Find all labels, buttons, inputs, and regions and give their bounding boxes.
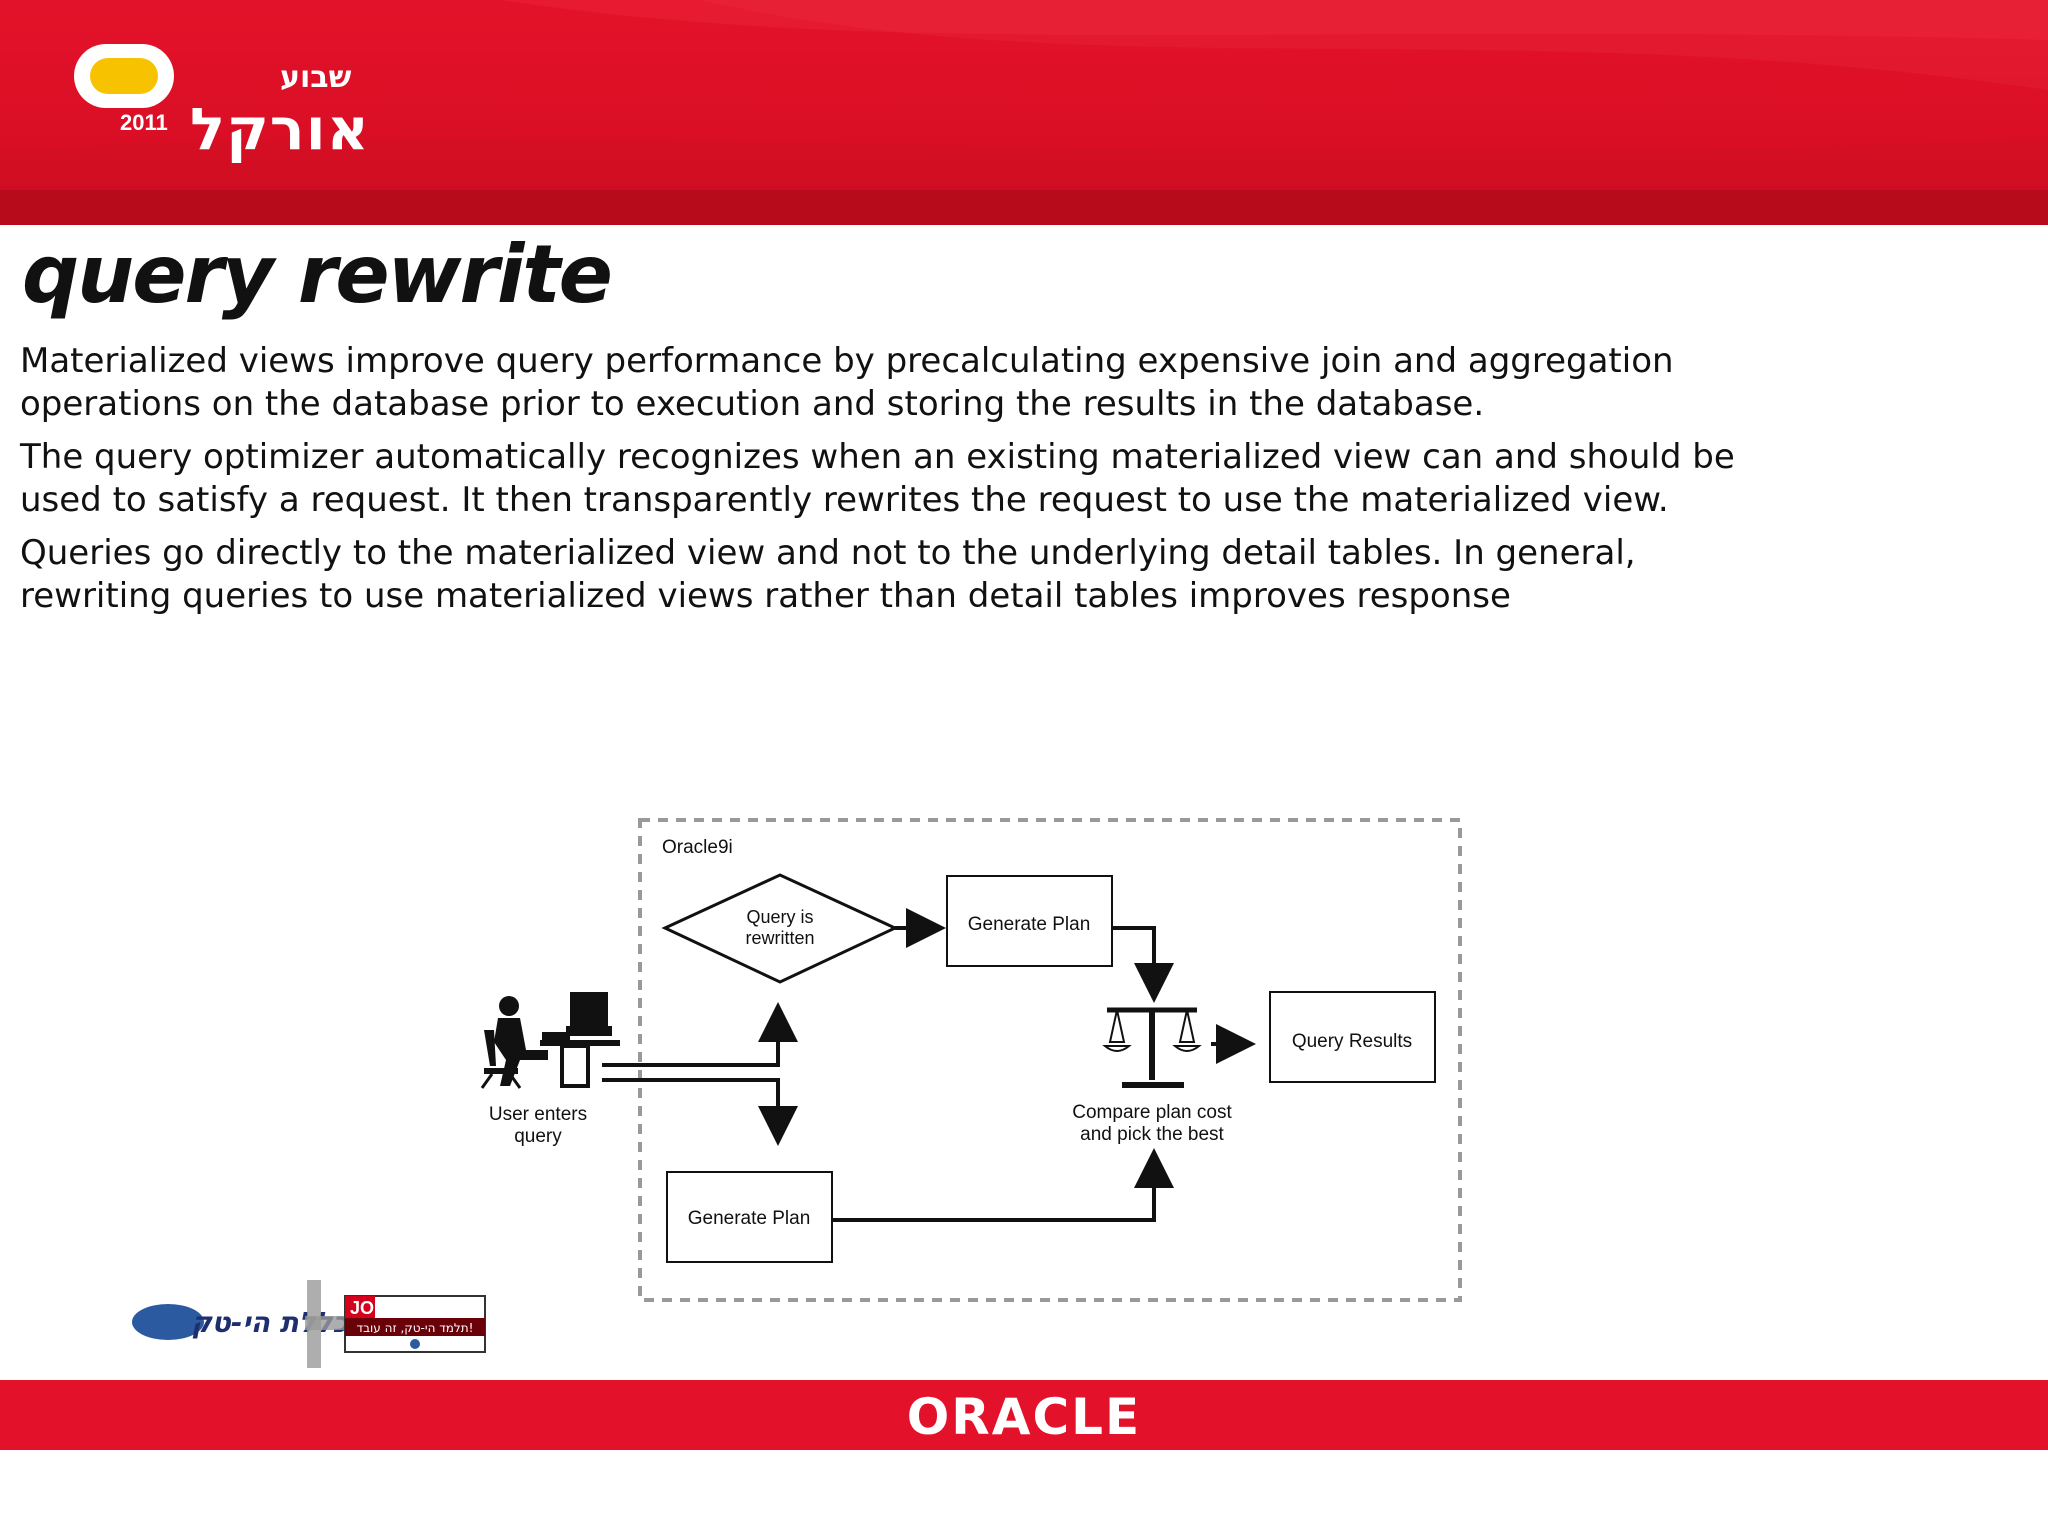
- logo-line1: שבוע: [280, 60, 351, 95]
- header-banner: 2011 שבוע אורקל: [0, 0, 2048, 225]
- user-computer-icon: [482, 992, 620, 1088]
- paragraph-1: Materialized views improve query perform…: [20, 340, 1760, 426]
- arrow-plan-to-compare: [1112, 928, 1154, 995]
- arrow-user-to-rewrite: [602, 1010, 778, 1065]
- logo-line2: אורקל: [190, 95, 370, 163]
- sponsor-logos: מכללת הי-טק JO תלמד הי-טק, זה עובד!: [130, 1280, 500, 1380]
- user-label-line1: User enters: [489, 1104, 587, 1125]
- paragraph-2: The query optimizer automatically recogn…: [20, 436, 1760, 522]
- jo-logo: JO תלמד הי-טק, זה עובד!: [345, 1296, 485, 1352]
- decision-label-line2: rewritten: [745, 928, 814, 948]
- oracle-brand-logo: ORACLE: [0, 1388, 2048, 1446]
- jo-mark: JO: [350, 1298, 374, 1318]
- decision-label-line1: Query is: [746, 907, 813, 927]
- slide-title: query rewrite: [22, 228, 611, 321]
- footer-bar: ORACLE: [0, 1380, 2048, 1450]
- query-rewrite-diagram: Oracle9i Query is rewritten Generate Pla…: [470, 810, 1470, 1310]
- query-results-label: Query Results: [1292, 1031, 1412, 1052]
- arrow-bottom-to-compare: [832, 1156, 1154, 1220]
- slide-body: Materialized views improve query perform…: [20, 340, 1760, 628]
- header-dark-band: [0, 190, 2048, 225]
- compare-label-line1: Compare plan cost: [1072, 1102, 1232, 1123]
- paragraph-3: Queries go directly to the materialized …: [20, 532, 1760, 618]
- generate-plan-top-label: Generate Plan: [968, 914, 1091, 935]
- user-label-line2: query: [514, 1126, 562, 1147]
- container-label: Oracle9i: [662, 837, 733, 858]
- arrow-user-to-plan: [602, 1080, 778, 1138]
- generate-plan-bottom-label: Generate Plan: [688, 1208, 811, 1229]
- logo-ring-icon: [70, 40, 180, 120]
- scales-icon: [1105, 1010, 1199, 1085]
- compare-label-line2: and pick the best: [1080, 1124, 1224, 1145]
- logo-year: 2011: [120, 110, 168, 136]
- oracle-week-logo: 2011 שבוע אורקל: [70, 40, 370, 160]
- jo-tagline: תלמד הי-טק, זה עובד!: [357, 1321, 474, 1335]
